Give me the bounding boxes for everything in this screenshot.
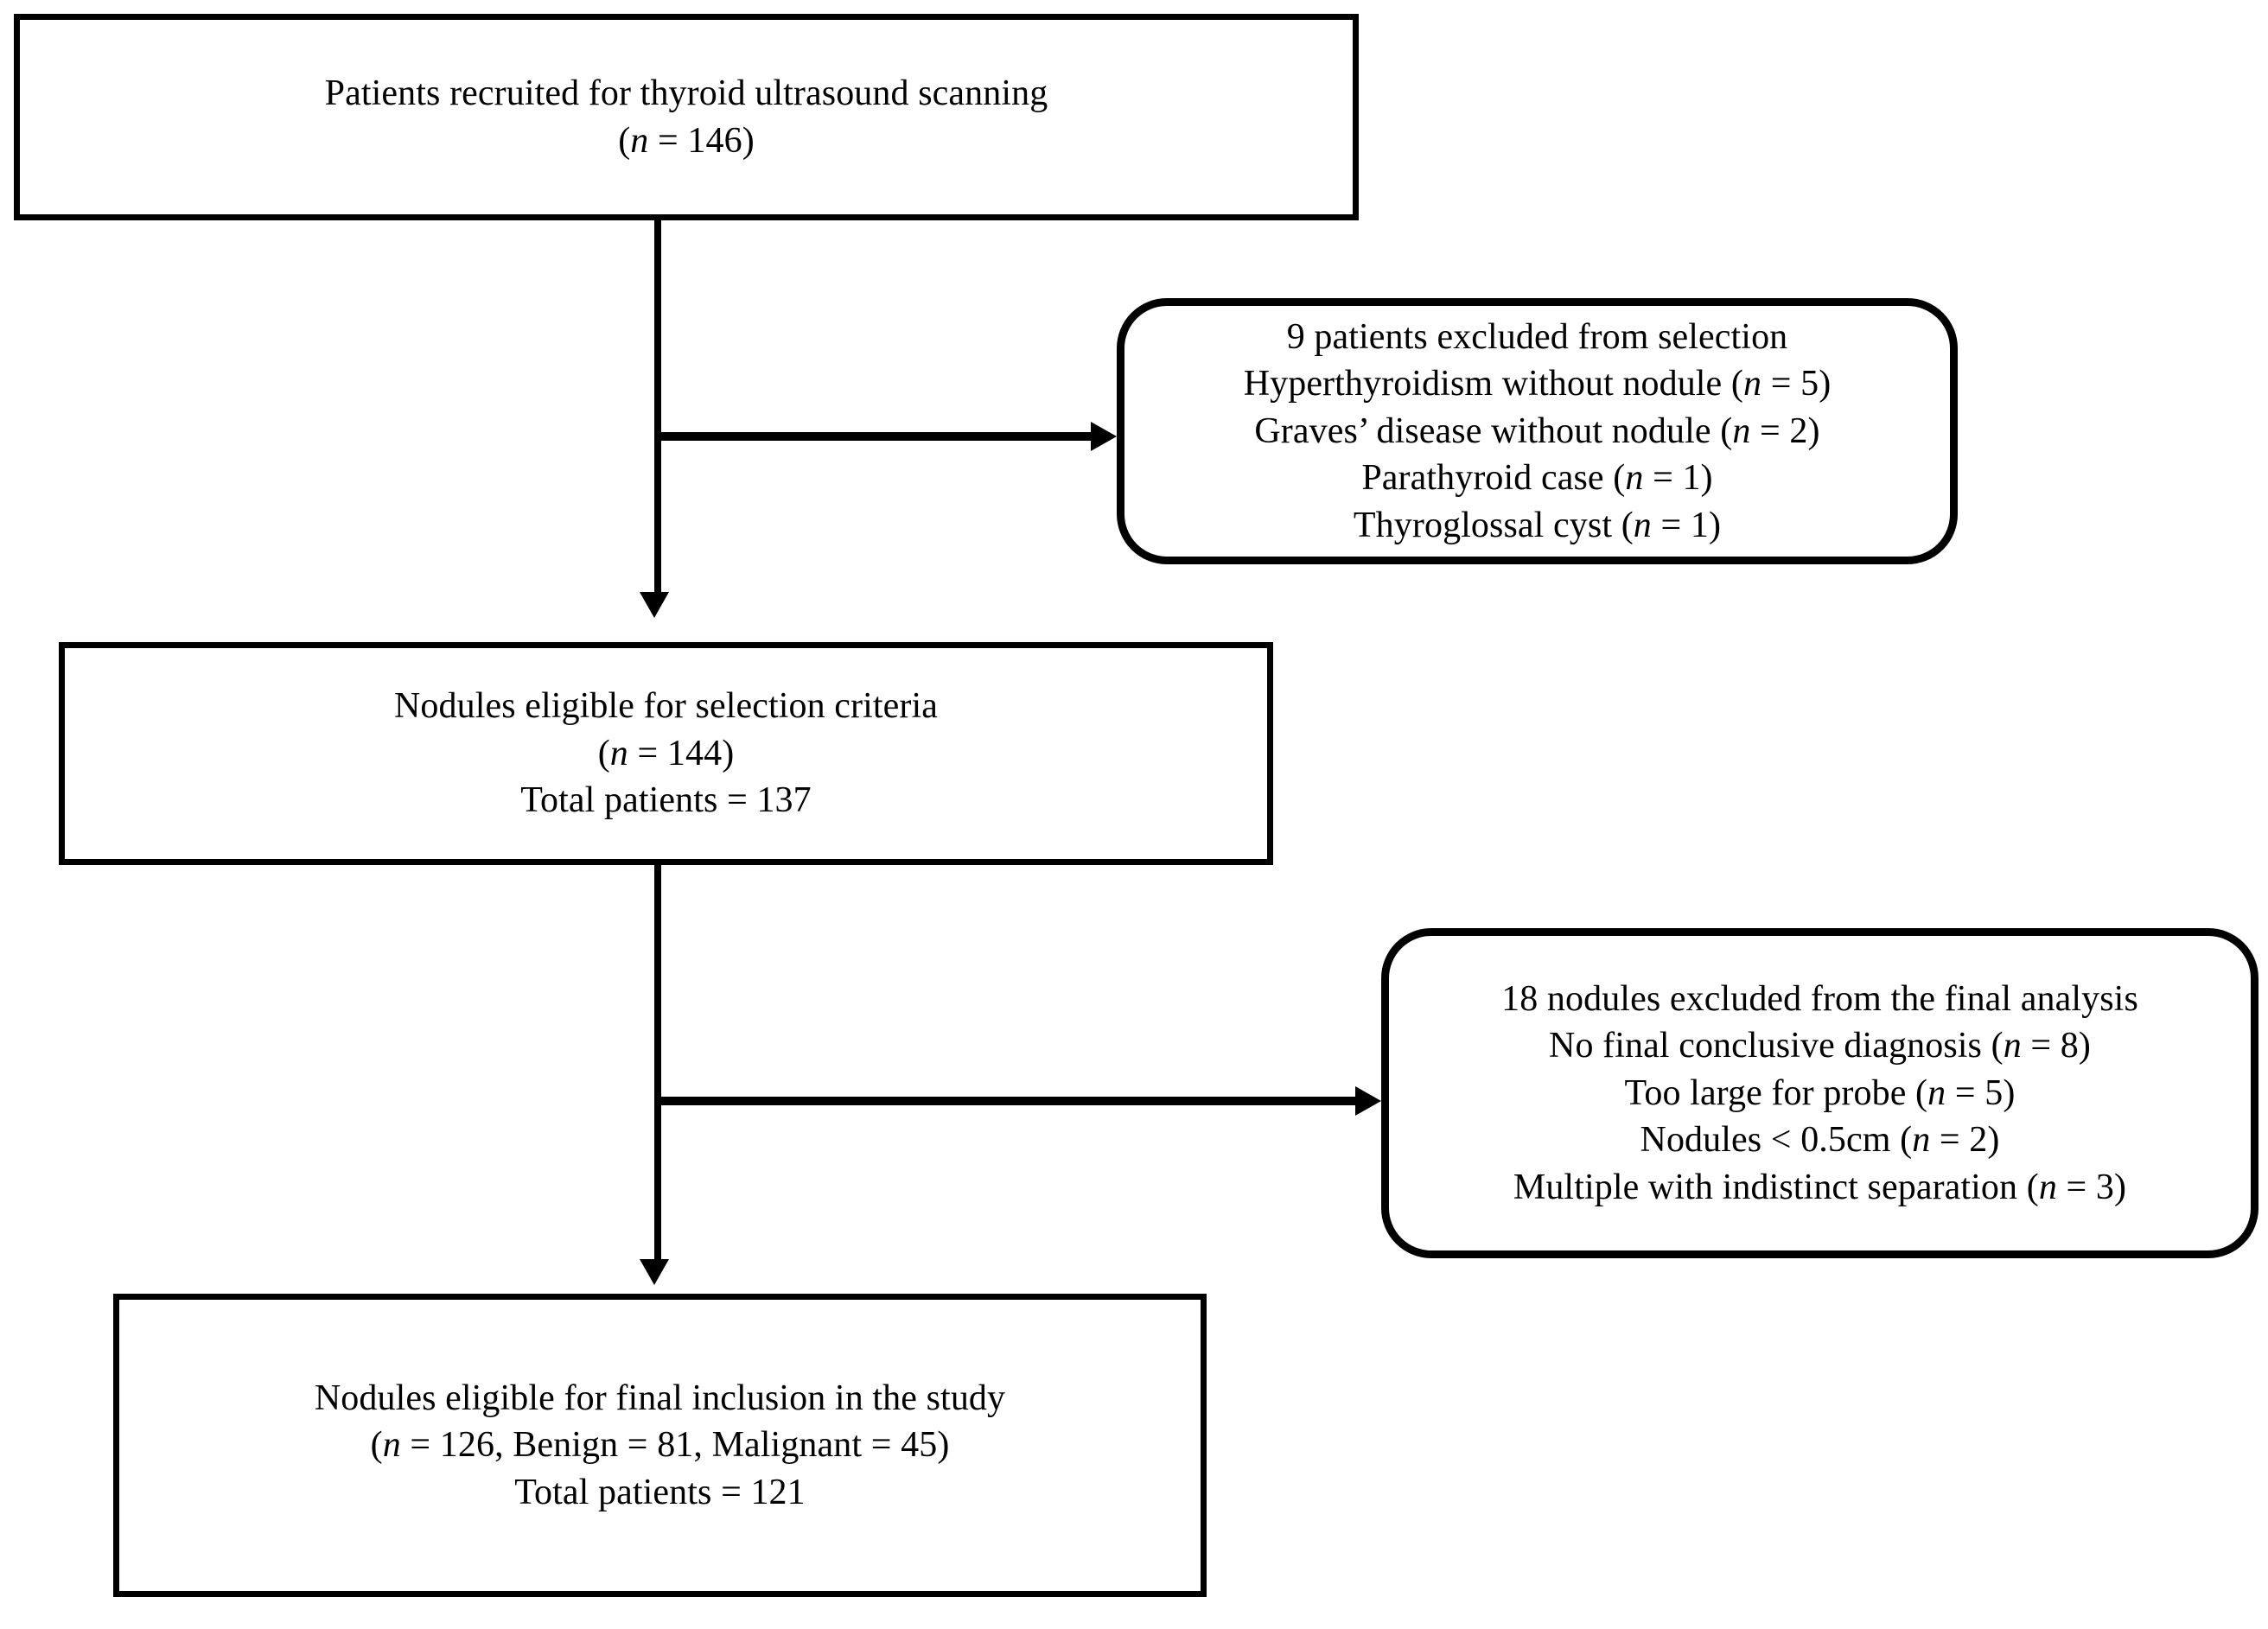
node-excluded-from-selection: 9 patients excluded from selection Hyper… bbox=[1117, 298, 1958, 564]
paren-open: ( bbox=[618, 120, 631, 161]
node-excluded-from-selection-line-3: Graves’ disease without nodule (n = 2) bbox=[1137, 408, 1938, 455]
node-excluded-from-selection-line-4: Parathyroid case (n = 1) bbox=[1137, 455, 1938, 502]
node-nodules-eligible-selection-line-2: (n = 144) bbox=[77, 730, 1255, 778]
paren-open: ( bbox=[597, 733, 610, 773]
n-variable: n bbox=[1927, 1072, 1946, 1113]
connector-eligible-to-excluded-analysis-stem bbox=[659, 1097, 1360, 1105]
connector-eligible-to-final-arrowhead-icon bbox=[640, 1259, 669, 1285]
count-value: = 5) bbox=[1762, 364, 1832, 404]
count-value: = 126, Benign = 81, Malignant = 45) bbox=[400, 1425, 950, 1466]
reason-thyroglossal-cyst: Thyroglossal cyst ( bbox=[1353, 505, 1634, 545]
reason-no-conclusive-diagnosis: No final conclusive diagnosis ( bbox=[1549, 1026, 2004, 1066]
node-excluded-from-final-analysis-line-2: No final conclusive diagnosis (n = 8) bbox=[1401, 1022, 2239, 1070]
connector-recruited-to-eligible-arrowhead-icon bbox=[640, 592, 669, 618]
count-value: = 146) bbox=[648, 120, 755, 161]
node-nodules-eligible-selection-line-1: Nodules eligible for selection criteria bbox=[394, 686, 938, 727]
node-nodules-final-inclusion: Nodules eligible for final inclusion in … bbox=[113, 1294, 1207, 1597]
node-excluded-from-final-analysis: 18 nodules excluded from the final analy… bbox=[1381, 928, 2258, 1258]
node-excluded-from-final-analysis-body: 18 nodules excluded from the final analy… bbox=[1389, 976, 2251, 1212]
node-nodules-eligible-selection-body: Nodules eligible for selection criteria … bbox=[65, 683, 1267, 824]
paren-open: ( bbox=[370, 1425, 383, 1466]
reason-multiple-indistinct: Multiple with indistinct separation ( bbox=[1513, 1167, 2039, 1207]
node-nodules-eligible-selection: Nodules eligible for selection criteria … bbox=[59, 642, 1273, 865]
n-variable: n bbox=[1912, 1120, 1931, 1161]
node-nodules-eligible-selection-line-3: Total patients = 137 bbox=[520, 780, 812, 821]
node-patients-recruited-line-2: (n = 146) bbox=[32, 118, 1341, 165]
count-value: = 144) bbox=[628, 733, 735, 773]
connector-recruited-to-eligible-stem bbox=[654, 220, 661, 597]
node-nodules-final-inclusion-body: Nodules eligible for final inclusion in … bbox=[119, 1375, 1201, 1517]
n-variable: n bbox=[1743, 364, 1762, 404]
count-value: = 2) bbox=[1750, 410, 1820, 451]
node-excluded-from-selection-line-1: 9 patients excluded from selection bbox=[1286, 316, 1788, 357]
count-value: = 3) bbox=[2056, 1167, 2127, 1207]
count-value: = 5) bbox=[1946, 1072, 2016, 1113]
node-excluded-from-selection-line-2: Hyperthyroidism without nodule (n = 5) bbox=[1137, 360, 1938, 408]
reason-hyperthyroidism: Hyperthyroidism without nodule ( bbox=[1243, 364, 1743, 404]
connector-recruited-to-excluded-arrowhead-icon bbox=[1091, 422, 1117, 451]
connector-eligible-to-excluded-analysis-arrowhead-icon bbox=[1355, 1086, 1381, 1116]
reason-parathyroid-case: Parathyroid case ( bbox=[1361, 458, 1626, 499]
node-patients-recruited: Patients recruited for thyroid ultrasoun… bbox=[14, 14, 1359, 220]
connector-eligible-to-final-stem bbox=[654, 865, 661, 1264]
node-excluded-from-selection-line-5: Thyroglossal cyst (n = 1) bbox=[1137, 502, 1938, 550]
n-variable: n bbox=[1633, 505, 1652, 545]
node-patients-recruited-line-1: Patients recruited for thyroid ultrasoun… bbox=[324, 73, 1048, 113]
node-excluded-from-final-analysis-line-4: Nodules < 0.5cm (n = 2) bbox=[1401, 1117, 2239, 1164]
node-nodules-final-inclusion-line-3: Total patients = 121 bbox=[514, 1472, 806, 1512]
node-nodules-final-inclusion-line-2: (n = 126, Benign = 81, Malignant = 45) bbox=[131, 1422, 1188, 1469]
count-value: = 1) bbox=[1651, 505, 1722, 545]
n-variable: n bbox=[1732, 410, 1751, 451]
n-variable: n bbox=[2038, 1167, 2057, 1207]
reason-too-large-for-probe: Too large for probe ( bbox=[1624, 1072, 1928, 1113]
n-variable: n bbox=[1625, 458, 1644, 499]
node-patients-recruited-body: Patients recruited for thyroid ultrasoun… bbox=[20, 70, 1353, 164]
count-value: = 8) bbox=[2021, 1026, 2091, 1066]
reason-nodules-too-small: Nodules < 0.5cm ( bbox=[1640, 1120, 1913, 1161]
count-value: = 2) bbox=[1930, 1120, 2000, 1161]
n-variable: n bbox=[2003, 1026, 2022, 1066]
n-variable: n bbox=[630, 120, 649, 161]
n-variable: n bbox=[382, 1425, 401, 1466]
node-nodules-final-inclusion-line-1: Nodules eligible for final inclusion in … bbox=[314, 1378, 1006, 1418]
node-excluded-from-final-analysis-line-3: Too large for probe (n = 5) bbox=[1401, 1070, 2239, 1117]
count-value: = 1) bbox=[1643, 458, 1713, 499]
reason-graves-disease: Graves’ disease without nodule ( bbox=[1254, 410, 1733, 451]
node-excluded-from-final-analysis-line-5: Multiple with indistinct separation (n =… bbox=[1401, 1164, 2239, 1212]
connector-recruited-to-excluded-stem bbox=[659, 432, 1096, 441]
node-excluded-from-final-analysis-line-1: 18 nodules excluded from the final analy… bbox=[1501, 978, 2138, 1019]
n-variable: n bbox=[609, 733, 628, 773]
node-excluded-from-selection-body: 9 patients excluded from selection Hyper… bbox=[1124, 314, 1950, 550]
